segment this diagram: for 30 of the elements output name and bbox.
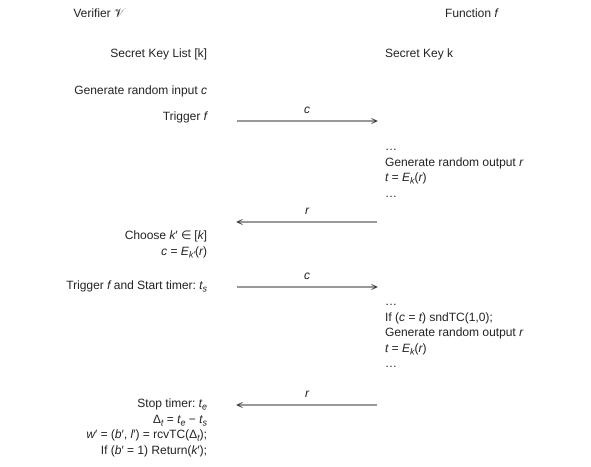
arrow xyxy=(236,118,378,124)
edge-label: c xyxy=(304,268,310,282)
step-text: t = E$_{k}$(r) xyxy=(385,170,427,186)
step-text: If (c = t) sndTC(1,0); xyxy=(385,310,493,325)
text-label: Function f xyxy=(445,6,498,22)
text-label: Generate random input c xyxy=(74,83,207,98)
step-text: Generate random output r xyxy=(385,325,524,340)
step-text: Stop timer: t$_{e}$ xyxy=(137,396,207,412)
arrow xyxy=(236,284,378,290)
step-text: … xyxy=(385,186,397,201)
step-text: Choose k′ ∈ [k] xyxy=(124,228,207,244)
step-text: Δ$_{t}$ = t$_{e}$ − t$_{s}$ xyxy=(152,412,207,427)
text-label: Secret Key k xyxy=(385,46,454,62)
text-label: Verifier 𝒱 xyxy=(73,6,124,22)
edge-label: r xyxy=(305,386,309,400)
step-text: … xyxy=(385,294,397,310)
step-text: t = E$_{k}$(r) xyxy=(385,340,427,356)
step-text: Generate random output r xyxy=(385,154,524,170)
step-text: … xyxy=(385,139,397,154)
step-text: w′ = (b′, l′) = rcvTC(Δ$_{t}$); xyxy=(86,427,207,442)
arrow xyxy=(236,219,378,225)
step-text: … xyxy=(385,356,397,372)
arrow xyxy=(236,402,378,408)
edge-label: c xyxy=(304,102,310,116)
step-text: If (b′ = 1) Return(k′); xyxy=(100,442,207,458)
step-text: Trigger f and Start timer: t$_{s}$ xyxy=(66,278,207,294)
step-text: c = E$_{k′}$(r) xyxy=(161,244,207,259)
step-text: Trigger f xyxy=(162,109,207,124)
text-label: Secret Key List [k] xyxy=(110,46,207,62)
edge-label: r xyxy=(305,203,309,217)
